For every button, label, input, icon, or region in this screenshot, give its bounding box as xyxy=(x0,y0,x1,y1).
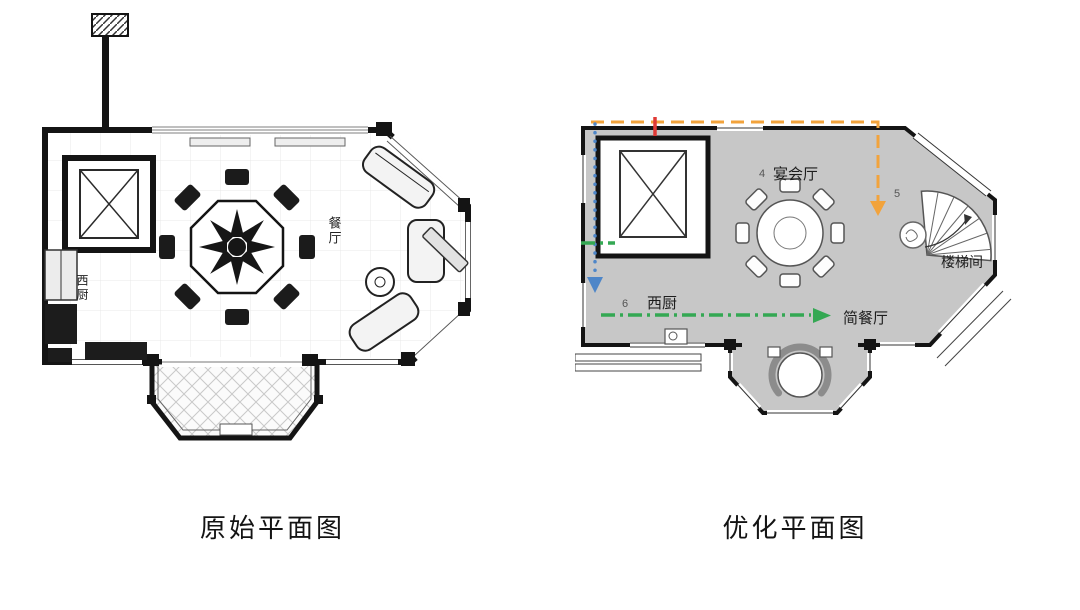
casual-dining-set xyxy=(767,343,833,398)
dining-set xyxy=(159,169,315,325)
west-kitchen-label-original: 西厨 xyxy=(75,274,89,302)
coffee-table xyxy=(365,267,395,297)
dining-hall-label: 餐厅 xyxy=(327,215,342,246)
route-orange-arrow xyxy=(870,201,886,216)
stair-number: 5 xyxy=(894,188,900,200)
route-orange xyxy=(591,120,880,201)
west-kitchen-label: 西厨 xyxy=(647,295,677,312)
circulation-routes xyxy=(581,117,886,323)
spiral-staircase xyxy=(899,190,992,262)
optimized-plan-caption: 优化平面图 xyxy=(722,513,868,543)
route-green-arrow xyxy=(813,308,831,323)
route-blue-arrow xyxy=(587,277,603,293)
original-floorplan: 餐厅 西厨 xyxy=(42,13,473,441)
original-plan-caption: 原始平面图 xyxy=(199,513,345,543)
tv-cabinet xyxy=(422,226,469,273)
casual-dining-label: 简餐厅 xyxy=(843,310,888,327)
bay-door xyxy=(219,423,253,436)
elevator-shaft xyxy=(62,155,156,253)
dining-chairs xyxy=(159,169,315,325)
kitchen-counters xyxy=(44,249,147,362)
banquet-hall-label: 宴会厅 xyxy=(773,165,818,183)
sink-fixture xyxy=(664,328,688,345)
elevator-room xyxy=(595,135,711,259)
optimized-windows xyxy=(580,125,998,416)
stairwell-label: 楼梯间 xyxy=(941,254,983,270)
banquet-table-set xyxy=(735,178,845,288)
banquet-chairs xyxy=(735,178,845,288)
optimized-floorplan: 4 宴会厅 5 楼梯间 6 西厨 简餐厅 xyxy=(575,117,1012,416)
table-centerpiece xyxy=(199,209,275,285)
wall-spur xyxy=(102,36,109,130)
sofa-group xyxy=(348,145,469,352)
original-columns xyxy=(143,122,470,404)
original-windows xyxy=(72,125,473,367)
banquet-number: 4 xyxy=(759,168,765,180)
stair-sculpture xyxy=(899,221,927,249)
exterior-sills xyxy=(575,290,1012,372)
hatched-column xyxy=(91,13,129,37)
bay-columns xyxy=(724,339,876,350)
kitchen-number: 6 xyxy=(622,298,628,310)
